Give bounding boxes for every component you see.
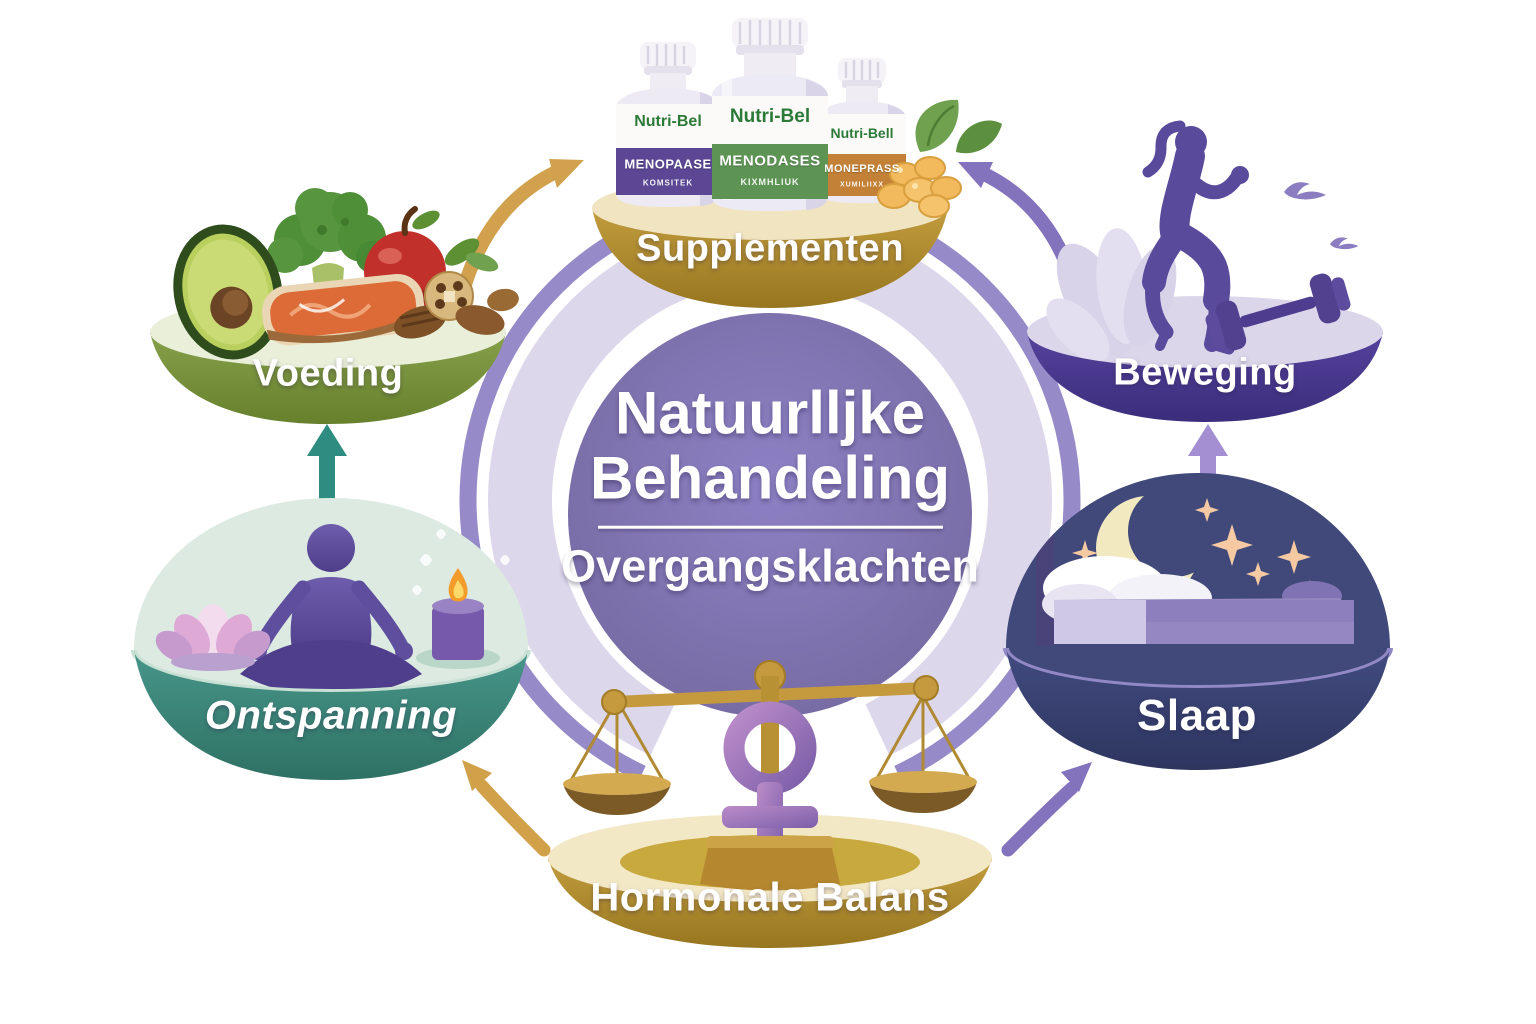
lotus-flower-icon xyxy=(155,604,271,671)
bottle-center-product: MENODASES xyxy=(719,152,821,170)
salmon-icon xyxy=(262,273,425,346)
bottle-right-subtext: XUMILIIXX xyxy=(839,181,885,189)
title-divider xyxy=(597,525,943,529)
leaf-icon xyxy=(444,238,499,272)
label-hormonale-balans: Hormonale Balans xyxy=(590,875,950,920)
arrow-hormonale-to-ontspanning xyxy=(462,760,551,857)
arrow-ontspanning-to-voeding xyxy=(307,424,347,513)
scale-base xyxy=(700,836,840,891)
bottle-right-brand: Nutri-Bell xyxy=(830,125,894,141)
bottle-left-brand: Nutri-Bel xyxy=(634,113,702,130)
avocado-icon xyxy=(173,224,283,360)
beweging-bowl xyxy=(1027,332,1383,422)
label-voeding: Voeding xyxy=(252,352,404,395)
label-beweging: Beweging xyxy=(1113,351,1297,394)
plate-beweging xyxy=(1027,120,1383,422)
voeding-bowl xyxy=(150,332,506,424)
title-line-1: Natuurlljke xyxy=(614,379,926,447)
steam-icon xyxy=(412,529,510,595)
ontspanning-rim xyxy=(131,649,531,695)
broccoli-icon xyxy=(267,188,388,322)
plate-voeding xyxy=(150,188,519,424)
central-title-block: Natuurlljke Behandeling Overgangsklachte… xyxy=(535,379,1005,593)
slaap-rim xyxy=(1003,647,1393,691)
hormonale-bowl xyxy=(548,858,992,948)
supplement-bottle-right xyxy=(818,58,906,203)
scale-pan-right xyxy=(869,771,977,813)
dumbbell-icon xyxy=(1205,273,1351,351)
soy-leaf-icon xyxy=(915,99,1002,154)
bottle-left-product: MENOPAASE xyxy=(624,156,712,172)
soybeans-icon xyxy=(877,156,962,218)
bed-icon xyxy=(1036,516,1354,646)
supplement-bottle-left xyxy=(616,42,720,207)
label-ontspanning: Ontspanning xyxy=(204,693,458,738)
nuts-icon xyxy=(393,271,519,339)
plate-ontspanning xyxy=(131,498,531,780)
bottle-center-brand: Nutri-Bel xyxy=(729,106,811,127)
bottle-left-subtext: KOMSITEK xyxy=(642,178,694,188)
bottle-right-product: MONEPRASS xyxy=(824,163,900,175)
candle-icon xyxy=(416,568,500,669)
bird-icon xyxy=(1284,182,1359,250)
supplementen-bowl xyxy=(592,208,948,308)
arrow-voeding-to-supplementen xyxy=(455,159,584,302)
ontspanning-bowl xyxy=(134,650,528,780)
plate-slaap xyxy=(1003,473,1393,770)
plate-hormonale-balans xyxy=(548,660,992,948)
supplement-bottle-center xyxy=(712,18,828,211)
scale-pan-left xyxy=(563,773,671,815)
label-supplementen: Supplementen xyxy=(636,227,904,270)
label-slaap: Slaap xyxy=(1137,691,1257,740)
arrow-hormonale-to-slaap xyxy=(1001,762,1092,857)
title-line-2: Behandeling xyxy=(589,444,951,512)
badge-center-circle xyxy=(568,313,972,717)
balance-scale-icon xyxy=(563,660,977,891)
slaap-bowl xyxy=(1006,648,1390,770)
bottle-center-subtext: KIXMHLIUK xyxy=(740,177,800,187)
running-woman-icon xyxy=(1142,120,1249,355)
plate-supplementen xyxy=(592,18,1002,308)
title-subtitle: Overgangsklachten xyxy=(561,540,979,592)
